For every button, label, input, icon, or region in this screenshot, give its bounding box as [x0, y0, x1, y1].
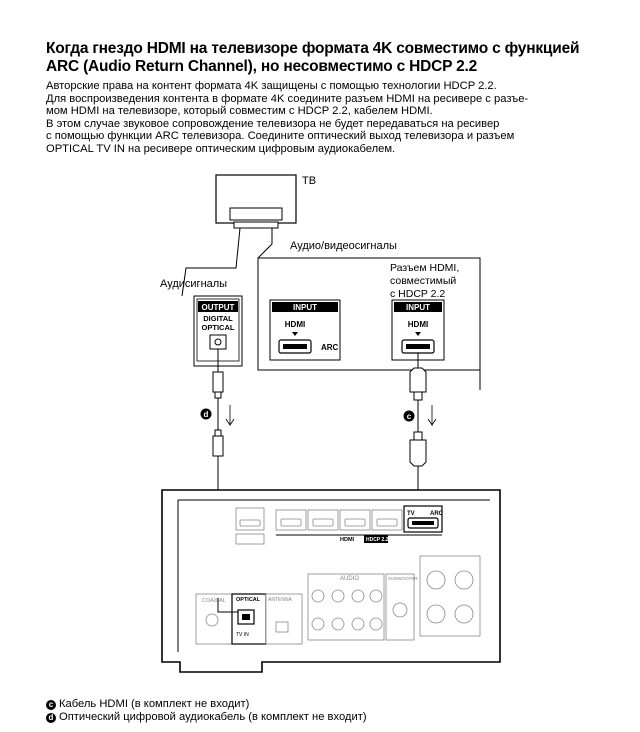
cable-d-marker: d — [200, 408, 212, 420]
section-heading: Когда гнездо HDMI на телевизоре формата … — [46, 40, 606, 76]
av-signals-label: Аудио/видеосигналы — [290, 240, 397, 252]
tv-label: ТВ — [302, 175, 316, 187]
hdmi-compatible-label: Разъем HDMI, совместимый с HDCP 2.2 — [390, 262, 459, 300]
cable-c-marker: c — [403, 410, 415, 422]
heading-line-2: ARC (Audio Return Channel), но несовмест… — [46, 58, 478, 75]
audio-signals-label: Аудисигналы — [160, 278, 227, 290]
receiver-antenna-label: ANTENNA — [268, 597, 293, 603]
receiver-subwoofer-label: SUBWOOFER — [388, 576, 418, 581]
body-line: OPTICAL TV IN на ресивере оптическим циф… — [46, 142, 396, 155]
optical-cable-end — [217, 598, 238, 613]
body-line: мом HDMI на телевизоре, который совмести… — [46, 105, 433, 118]
hdmi-compatible-line: совместимый — [390, 275, 456, 287]
tv-hdmi-arc-input: INPUT HDMI ARC — [269, 299, 341, 361]
footnote-c-marker: c — [46, 699, 56, 710]
receiver-audio-label: AUDIO — [340, 576, 359, 582]
hdmi-compatible-line: с HDCP 2.2 — [390, 288, 445, 300]
hdmi-compatible-line: Разъем HDMI, — [390, 262, 459, 274]
footnote-d-text: Оптический цифровой аудиокабель (в компл… — [59, 711, 367, 723]
receiver-tv-port-label: TV — [407, 511, 415, 517]
tv-hdmi-hdcp-input: INPUT HDMI — [391, 299, 445, 361]
svg-text:d: d — [204, 410, 209, 419]
receiver-hdmi-bar-label: HDMI — [340, 537, 355, 543]
av-receiver: TV ARC HDMI HDCP 2.2 AUDIO SUBWO — [161, 489, 501, 673]
footnote-d: d Оптический цифровой аудиокабель (в ком… — [46, 711, 367, 724]
body-line: Авторские права на контент формата 4K за… — [46, 80, 497, 92]
receiver-optical-tv-in: TV IN — [236, 632, 249, 638]
input-hdmi-label: HDMI — [408, 320, 428, 329]
input-hdmi-label: HDMI — [285, 320, 305, 329]
output-line1: DIGITAL — [203, 314, 233, 323]
body-line: В этом случае звуковое сопровождение тел… — [46, 117, 500, 130]
input-arc-label: ARC — [321, 343, 339, 352]
receiver-optical-label: OPTICAL — [236, 597, 261, 603]
hdmi-cable — [409, 353, 437, 518]
receiver-arc-port-label: ARC — [430, 511, 444, 517]
footnote-c: c Кабель HDMI (в комплект не входит) — [46, 698, 367, 711]
heading-line-1: Когда гнездо HDMI на телевизоре формата … — [46, 40, 580, 57]
receiver-coaxial-label: COAXIAL — [202, 598, 226, 604]
footnote-c-text: Кабель HDMI (в комплект не входит) — [59, 698, 250, 710]
svg-text:c: c — [407, 412, 412, 421]
input-header: INPUT — [406, 303, 430, 312]
receiver-hdcp-tag: HDCP 2.2 — [366, 537, 389, 543]
output-line2: OPTICAL — [202, 323, 235, 332]
body-line: Для воспроизведения контента в формате 4… — [46, 92, 529, 105]
body-line: с помощью функции ARC телевизора. Соедин… — [46, 130, 515, 143]
description-text: Авторские права на контент формата 4K за… — [46, 80, 606, 156]
footnote-d-marker: d — [46, 712, 56, 723]
output-header: OUTPUT — [202, 303, 235, 312]
tv-unit: ТВ — [215, 174, 316, 229]
footnotes: c Кабель HDMI (в комплект не входит) d О… — [46, 698, 367, 724]
input-header: INPUT — [293, 303, 317, 312]
